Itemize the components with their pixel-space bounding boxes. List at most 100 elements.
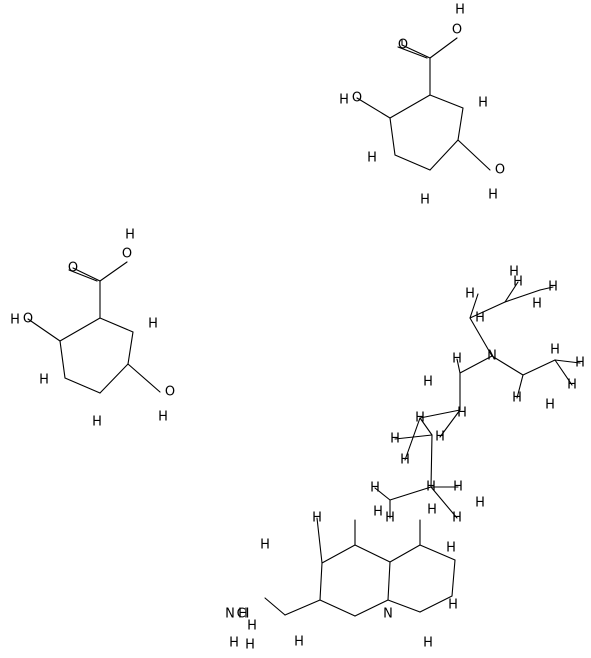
bond-line (356, 97, 391, 119)
atom-label: H (367, 151, 377, 166)
bond-line (456, 358, 461, 374)
bond-line (459, 355, 493, 374)
bond-line (397, 46, 428, 59)
bond-line (321, 544, 356, 564)
bond-line (554, 359, 573, 386)
bond-line (68, 269, 98, 282)
bond-line (504, 289, 541, 303)
bond-line (389, 544, 421, 563)
bond-line (394, 154, 431, 171)
atom-label: H (512, 391, 522, 406)
atom-label: H (427, 503, 437, 518)
atom-label: H (548, 280, 558, 295)
atom-label: H (125, 228, 135, 243)
atom-label: H (426, 480, 436, 495)
bond-line (469, 301, 506, 319)
atom-label: O (398, 38, 408, 53)
bond-line (430, 434, 433, 488)
bond-line (387, 599, 421, 613)
atom-label: H (92, 415, 102, 430)
atom-label: H (575, 356, 585, 371)
atom-label: O (23, 312, 33, 327)
bond-line (99, 363, 129, 394)
bond-line (316, 517, 323, 564)
bond-line (389, 486, 432, 501)
atom-label: O (122, 247, 132, 262)
atom-label: H (245, 638, 255, 653)
bond-line (522, 359, 556, 376)
atom-label: H (550, 343, 560, 358)
bond-line (354, 599, 389, 617)
bond-line (469, 317, 493, 357)
atom-label: H (415, 411, 425, 426)
atom-label: H (545, 398, 555, 413)
atom-label: H (475, 311, 485, 326)
bond-line (99, 317, 134, 333)
atom-label: H (488, 188, 498, 203)
atom-label: O (495, 163, 505, 178)
atom-label: H (39, 373, 49, 388)
atom-label: H (452, 511, 462, 526)
atom-label: H (312, 511, 322, 526)
atom-label: H (247, 619, 257, 634)
bond-line (374, 487, 391, 501)
bond-line (127, 331, 134, 365)
atom-label: H (567, 378, 577, 393)
atom-label: O (352, 91, 362, 106)
atom-label: H (478, 96, 488, 111)
bond-line (419, 409, 461, 419)
bond-line (319, 599, 356, 617)
atom-label: H (373, 505, 383, 520)
bond-line (387, 561, 391, 601)
bond-line (439, 409, 461, 438)
bond-line (504, 281, 519, 303)
atom-label: H (448, 598, 458, 613)
atom-label: H (455, 3, 465, 18)
bond-line (430, 486, 458, 519)
atom-label: H (452, 352, 462, 367)
bond-line (419, 544, 456, 561)
bond-line (429, 139, 459, 171)
atom-label: O (165, 385, 175, 400)
atom-label: H (10, 313, 20, 328)
bond-layer (27, 37, 581, 617)
atom-label: H (260, 538, 270, 553)
atom-label: H (509, 265, 519, 280)
bond-line (389, 117, 396, 156)
bond-line (284, 599, 321, 616)
atom-label: H (238, 607, 248, 622)
atom-label: N (487, 349, 497, 364)
atom-label: Cl (237, 607, 250, 622)
atom-label: H (446, 541, 456, 556)
bond-line (27, 318, 61, 342)
atom-label: N (383, 607, 393, 622)
bond-line (264, 597, 286, 616)
atom-label: H (229, 636, 239, 651)
bond-line (419, 595, 453, 613)
bond-line (127, 363, 161, 393)
atom-label: H (370, 481, 380, 496)
atom-label: H (339, 93, 349, 108)
atom-label: O (68, 261, 78, 276)
atom-label: H (400, 453, 410, 468)
bond-line (72, 267, 101, 282)
bond-line (64, 377, 101, 394)
bond-line (554, 359, 581, 364)
bond-line (99, 261, 128, 282)
bond-line (59, 340, 66, 379)
atom-label: H (513, 275, 523, 290)
atom-label: H (385, 511, 395, 526)
bond-line (354, 544, 391, 563)
atom-label: H (420, 193, 430, 208)
bond-line (404, 417, 421, 461)
atom-label: O (452, 23, 462, 38)
bond-line (401, 44, 431, 59)
bond-line (457, 139, 491, 171)
atom-label: H (532, 297, 542, 312)
